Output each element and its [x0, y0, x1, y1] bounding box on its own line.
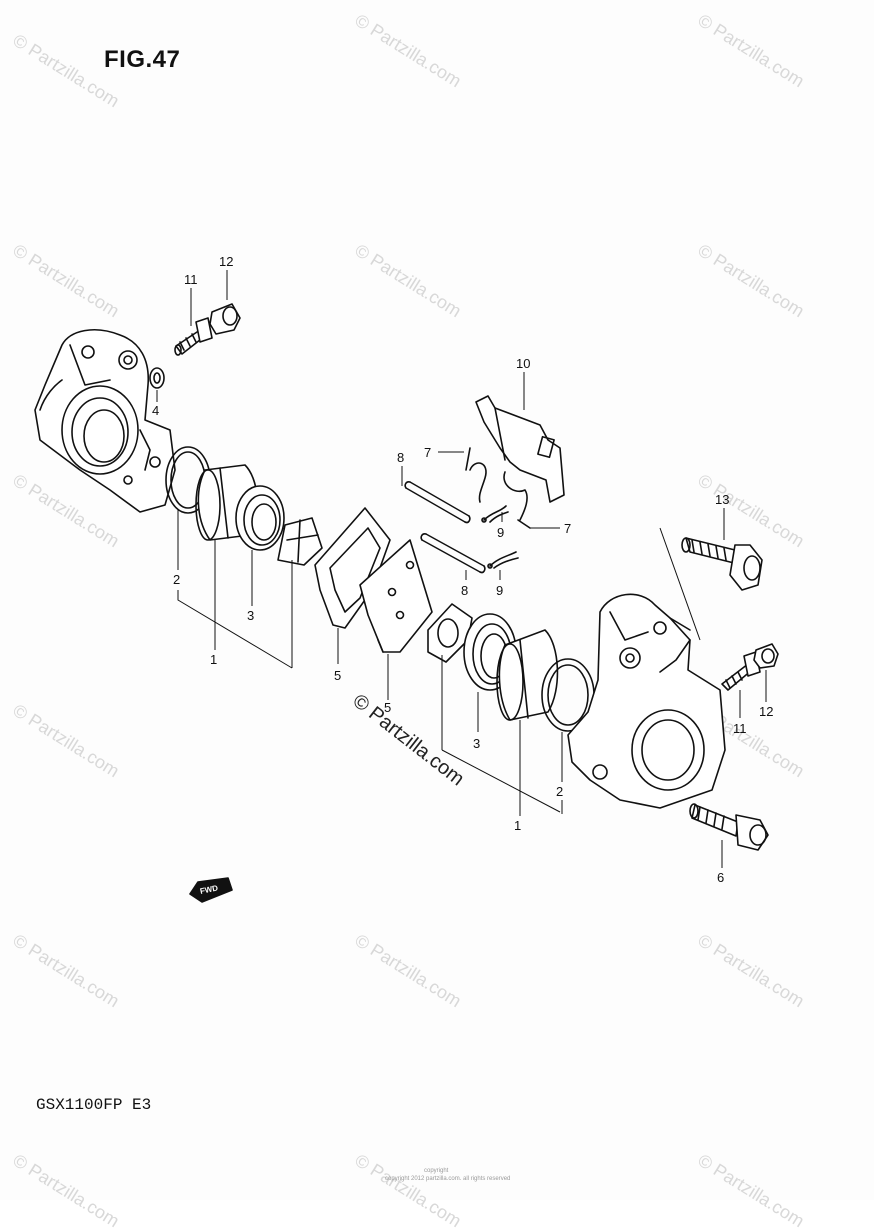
callout-right-6: 6	[717, 870, 724, 885]
bolt-lower-icon	[689, 803, 769, 851]
bleeder-cap-left-icon	[209, 303, 241, 335]
callout-top-10: 10	[516, 356, 530, 371]
callout-left-2: 2	[173, 572, 180, 587]
parts-diagram: 11 12 4 2 3 1 5 5 7 8 7 9 9 8 10 13 11 1…	[34, 254, 779, 903]
clip-lower-icon	[487, 551, 519, 569]
model-code: GSX1100FP E3	[36, 1096, 152, 1114]
callout-left-3: 3	[247, 608, 254, 623]
figure-title: FIG.47	[104, 46, 181, 73]
callout-mid-8: 8	[397, 450, 404, 465]
fwd-label: FWD	[199, 883, 219, 896]
caliper-housing-right-icon	[567, 593, 726, 809]
callout-right-13: 13	[715, 492, 729, 507]
brake-pad-left-icon	[314, 507, 391, 629]
callouts: 11 12 4 2 3 1 5 5 7 8 7 9 9 8 10 13 11 1…	[152, 254, 773, 896]
callout-right-3: 3	[473, 736, 480, 751]
pad-shim-left-icon	[277, 517, 323, 566]
fine-print: copyright	[424, 1168, 449, 1174]
callout-left-4: 4	[152, 403, 159, 418]
piston-right-icon	[496, 629, 559, 721]
fwd-arrow-icon	[189, 877, 233, 903]
callout-mid-5: 5	[384, 700, 391, 715]
pad-pin-upper-icon	[404, 481, 471, 524]
pad-pin-lower-icon	[420, 533, 486, 574]
bleeder-cap-right-icon	[753, 643, 779, 669]
callout-top-7: 7	[424, 445, 431, 460]
callout-left-5: 5	[334, 668, 341, 683]
washer-icon	[149, 367, 165, 389]
callout-left-11: 11	[184, 272, 198, 287]
callout-left-12: 12	[219, 254, 233, 269]
fine-print: copyright 2012 partzilla.com. all rights…	[385, 1176, 511, 1182]
diagram-page: © Partzilla.com © Partzilla.com © Partzi…	[9, 10, 808, 1232]
caliper-housing-left-icon	[34, 329, 176, 513]
brake-pad-right-icon	[359, 539, 433, 653]
callout-top-9: 9	[497, 525, 504, 540]
callout-right-1: 1	[514, 818, 521, 833]
leader-lines	[156, 270, 767, 868]
callout-lower-8: 8	[461, 583, 468, 598]
pad-spring-plate-icon	[465, 395, 565, 529]
callout-left-1: 1	[210, 652, 217, 667]
clip-upper-icon	[481, 505, 509, 523]
callout-bottom-9: 9	[496, 583, 503, 598]
callout-bottom-7: 7	[564, 521, 571, 536]
bolt-mount-icon	[681, 537, 763, 591]
callout-right-2: 2	[556, 784, 563, 799]
dust-seal-left-icon	[235, 485, 285, 551]
callout-right-11: 11	[733, 721, 747, 736]
bleeder-valve-left-icon	[174, 317, 213, 356]
callout-right-12: 12	[759, 704, 773, 719]
